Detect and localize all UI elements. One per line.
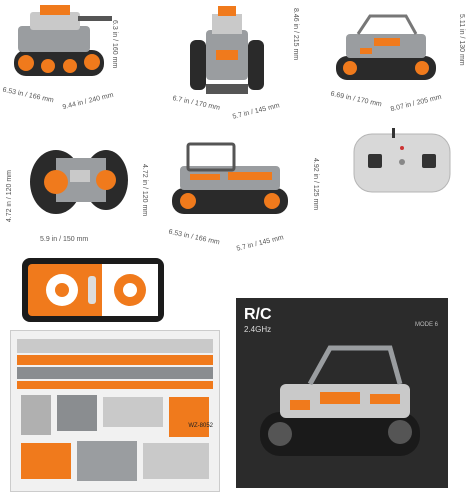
tank-1-image: [14, 5, 112, 76]
truck-length: 5.7 in / 145 mm: [235, 234, 285, 253]
manual-mode: MODE 6: [414, 322, 438, 328]
sticker-sheet: WZ-8052: [10, 330, 220, 492]
robot-height: 8.46 in / 215 mm: [292, 8, 299, 61]
phone-app: [22, 258, 164, 322]
sticker-code: WZ-8052: [188, 423, 213, 429]
instruction-manual: R/C 2.4GHz MODE 6: [236, 298, 448, 488]
tank-1-height: 6.3 in / 160 mm: [111, 20, 118, 69]
roller-image: [30, 150, 128, 214]
remote-controller: [353, 128, 451, 193]
tank-1-length: 9.44 in / 240 mm: [61, 91, 115, 112]
robot-length: 5.7 in / 145 mm: [231, 102, 281, 121]
sticker-art: [17, 339, 213, 481]
truck-height: 4.92 in / 125 mm: [312, 158, 319, 211]
truck-width: 6.53 in / 166 mm: [167, 228, 221, 247]
crawler-width: 6.69 in / 170 mm: [329, 90, 383, 109]
crawler-image: [336, 14, 436, 80]
roller-width: 4.72 in / 120 mm: [6, 170, 13, 223]
manual-title: R/C: [244, 306, 272, 323]
manual-subtitle: 2.4GHz: [244, 325, 272, 334]
crawler-length: 8.07 in / 205 mm: [389, 93, 443, 114]
truck-image: [172, 142, 288, 214]
robot-image: [190, 6, 264, 94]
roller-height: 4.72 in / 120 mm: [141, 164, 148, 217]
roller-length: 5.9 in / 150 mm: [40, 236, 89, 243]
crawler-height: 5.11 in / 130 mm: [458, 14, 465, 66]
manual-vehicle-image: [260, 345, 420, 456]
